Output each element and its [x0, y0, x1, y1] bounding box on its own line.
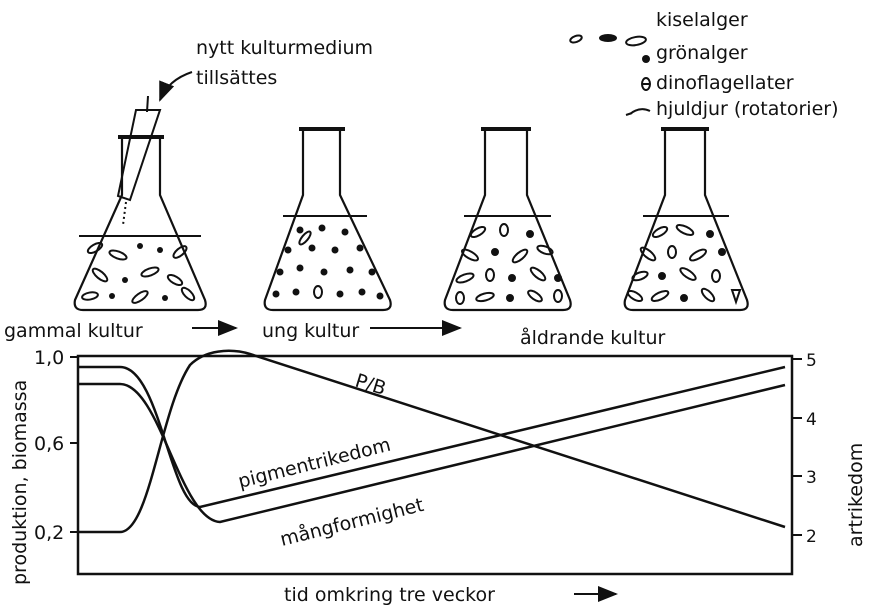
x-axis-title: tid omkring tre veckor	[284, 584, 495, 606]
legend-label-rotifers: hjuldjur (rotatorier)	[656, 98, 838, 120]
diatom-icon	[569, 34, 647, 47]
left-tick-label-2: 0,6	[34, 433, 64, 455]
stage-label-old-culture: gammal kultur	[4, 320, 143, 342]
legend-label-green-algae: grönalger	[656, 42, 748, 64]
flask-young-culture	[263, 127, 392, 312]
right-tick-label-4: 2	[806, 527, 817, 547]
left-tick-label-3: 0,2	[34, 522, 64, 544]
green-alga-icon	[642, 55, 650, 63]
right-axis-title: artrikedom	[845, 443, 867, 547]
new-medium-label-line1: nytt kulturmedium	[196, 37, 373, 59]
new-medium-arrow	[159, 71, 193, 102]
organisms-aging-culture-1	[455, 223, 563, 305]
legend-label-dinoflagellates: dinoflagellater	[656, 72, 794, 94]
right-tick-label-2: 4	[806, 410, 817, 430]
legend-label-diatoms: kiselalger	[656, 9, 748, 31]
plot-frame	[76, 354, 794, 576]
series-label-pigmentrikedom: pigmentrikedom	[236, 434, 393, 493]
stage-label-aging-culture: åldrande kultur	[520, 326, 665, 349]
dinoflagellate-icon	[641, 77, 651, 91]
pipette	[116, 95, 162, 226]
flask-aging-culture-1	[443, 127, 572, 312]
organisms-aging-culture-2	[626, 224, 742, 306]
flask-old-culture	[73, 95, 207, 312]
organisms-old-culture	[81, 241, 196, 304]
right-tick-label-1: 5	[806, 351, 817, 371]
series-line-pigmentrikedom	[78, 365, 786, 509]
stage-label-young-culture: ung kultur	[262, 320, 359, 342]
flask-aging-culture-2	[623, 127, 749, 312]
left-tick-label-1: 1,0	[34, 347, 64, 369]
rotifer-icon	[625, 108, 651, 116]
right-tick-label-3: 3	[806, 468, 817, 488]
chart: 1,0 0,6 0,2 5 4 3 2 produktion, biomassa…	[9, 347, 867, 606]
series-label-pb: P/B	[353, 370, 389, 400]
series-line-pb	[78, 349, 786, 534]
left-axis-title: produktion, biomassa	[9, 380, 31, 585]
new-medium-label-line2: tillsättes	[196, 67, 277, 89]
organisms-young-culture	[272, 224, 384, 300]
series-line-mangformighet	[78, 382, 786, 524]
legend: kiselalger grönalger dinoflagellater hju…	[569, 9, 838, 120]
